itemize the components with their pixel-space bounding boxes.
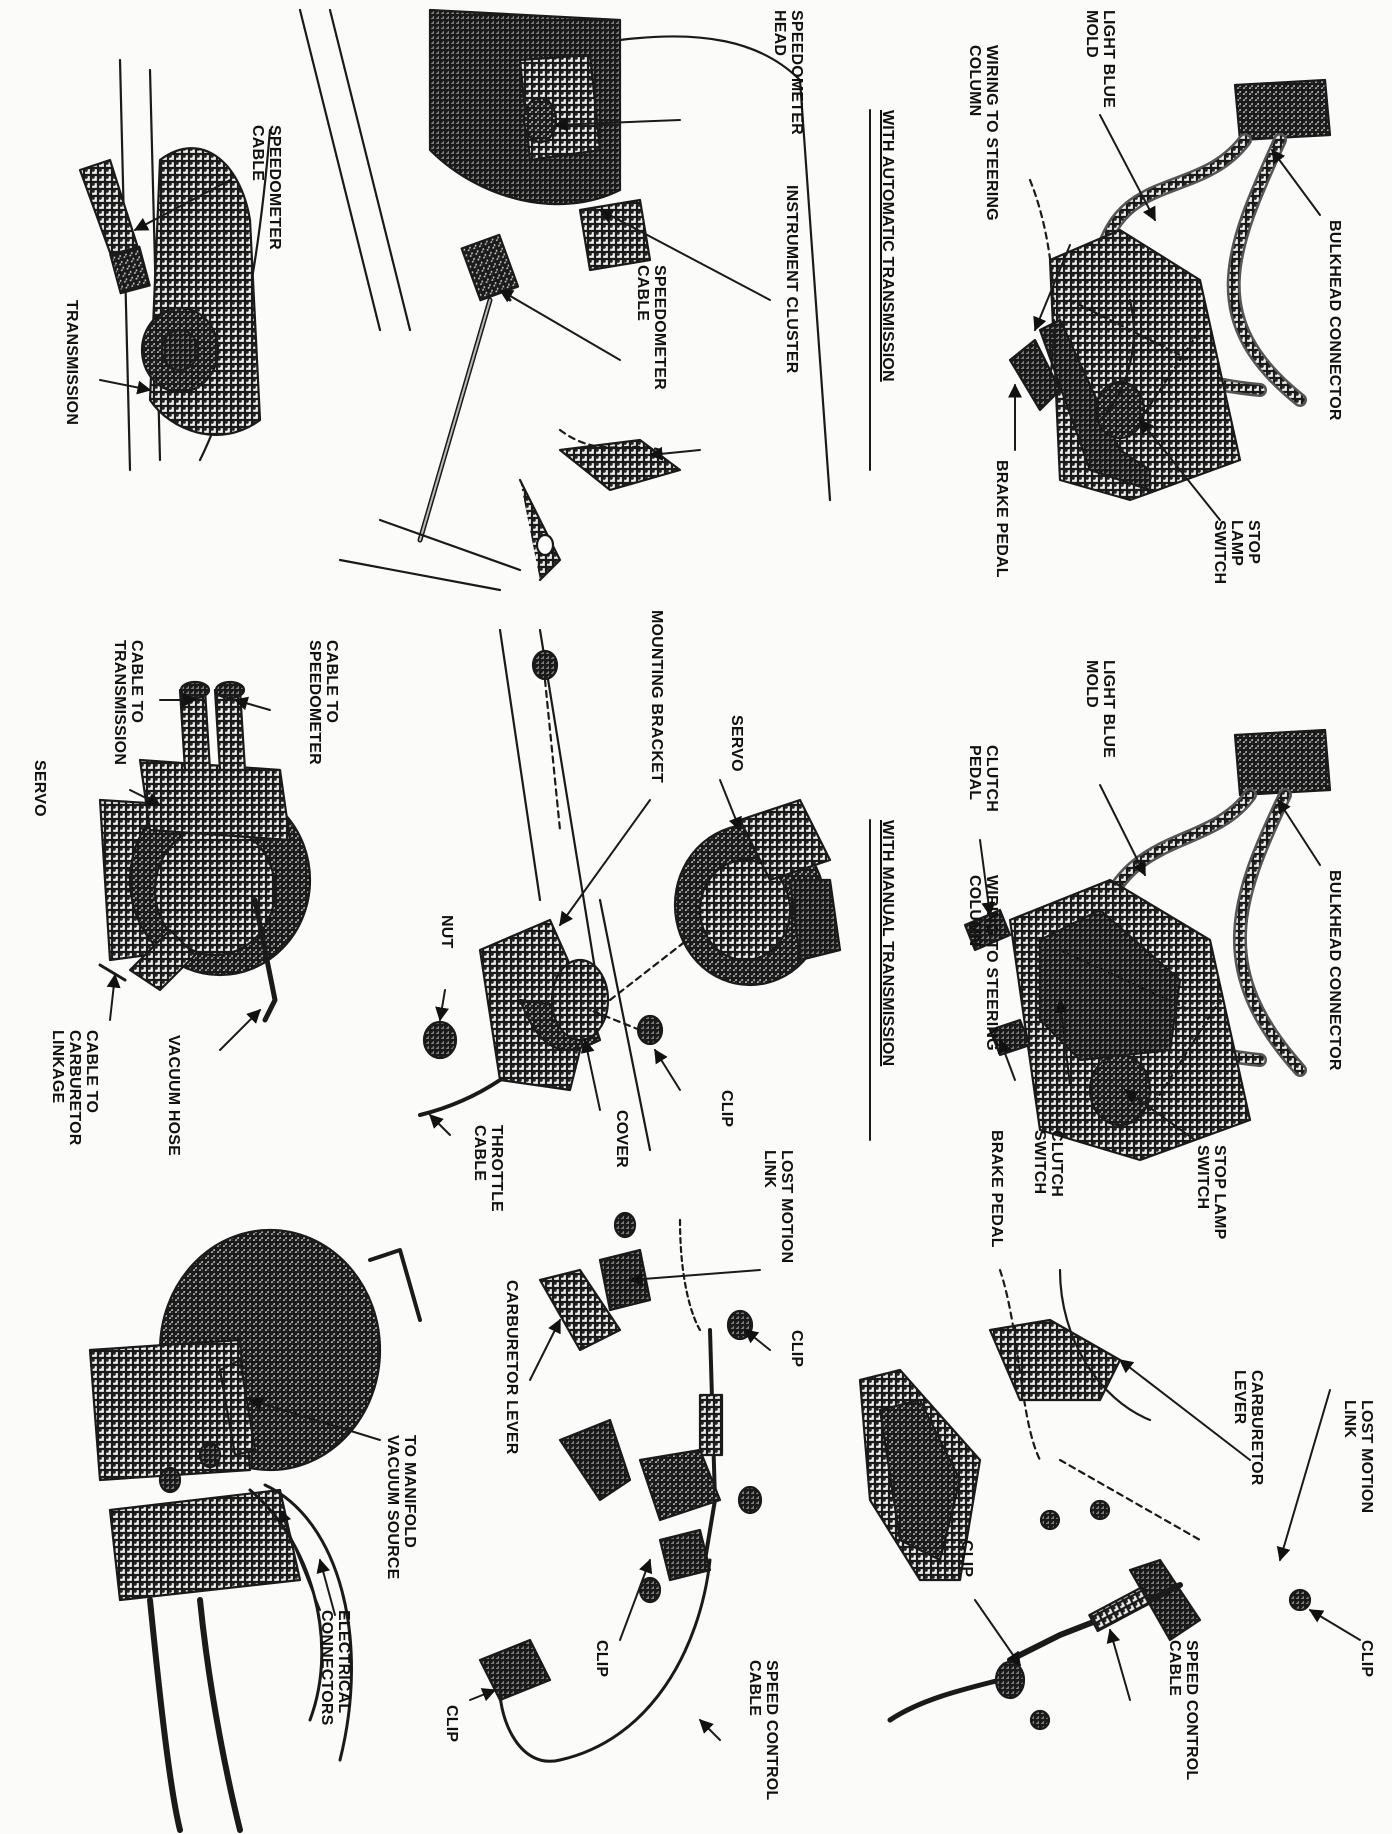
bulkhead-manual-illustration (963, 728, 1332, 1162)
linkage-automatic-leaders (469, 1269, 771, 1741)
servo-bracket-leaders (429, 779, 742, 1136)
label-clip-left-top: CLIP (958, 1540, 975, 1578)
bulkhead-automatic-leaders (1008, 114, 1321, 521)
label-nut: NUT (438, 915, 455, 949)
vacuum-illustration (88, 1228, 422, 1833)
label-clip-mid: CLIP (593, 1640, 610, 1678)
servo-bracket-illustration (418, 628, 842, 1152)
label-servo-detail: SERVO (31, 760, 48, 817)
label-clip-bracket: CLIP (718, 1090, 735, 1128)
label-bulkhead-connector-auto: BULKHEAD CONNECTOR (1326, 220, 1343, 421)
transmission-leaders (99, 179, 231, 395)
linkage-automatic-illustration (478, 1211, 763, 1763)
label-brake-pedal-manual: BRAKE PEDAL (988, 1130, 1005, 1248)
label-servo-bracket: SERVO (728, 715, 745, 772)
label-vacuum-hose: VACUUM HOSE (165, 1035, 182, 1157)
label-bulkhead-connector-manual: BULKHEAD CONNECTOR (1326, 870, 1343, 1071)
servo-detail-leaders (106, 693, 271, 1051)
caption-manual-transmission: WITH MANUAL TRANSMISSION (879, 820, 896, 1067)
label-mounting-bracket: MOUNTING BRACKET (648, 610, 665, 783)
label-clip-mid-left: CLIP (443, 1705, 460, 1743)
linkage-manual-illustration (858, 1268, 1312, 1731)
servo-detail-illustration (98, 680, 312, 1023)
label-transmission: TRANSMISSION (63, 300, 80, 426)
label-instrument-cluster: INSTRUMENT CLUSTER (783, 185, 800, 374)
label-brake-pedal-auto: BRAKE PEDAL (993, 460, 1010, 578)
label-carburetor-lever-mid: CARBURETOR LEVER (503, 1280, 520, 1455)
label-clip-right-top: CLIP (1358, 1640, 1375, 1678)
linkage-manual-leaders (974, 1359, 1361, 1701)
label-clip-mid-top: CLIP (788, 1330, 805, 1368)
transmission-illustration (78, 58, 272, 472)
speedometer-illustration (298, 8, 832, 592)
label-cover: COVER (613, 1110, 630, 1168)
bulkhead-automatic-illustration (1008, 78, 1332, 502)
speedometer-leaders (498, 117, 771, 461)
vacuum-leaders (248, 1397, 381, 1616)
bulkhead-manual-leaders (979, 784, 1321, 1141)
caption-automatic-transmission: WITH AUTOMATIC TRANSMISSION (879, 110, 896, 382)
